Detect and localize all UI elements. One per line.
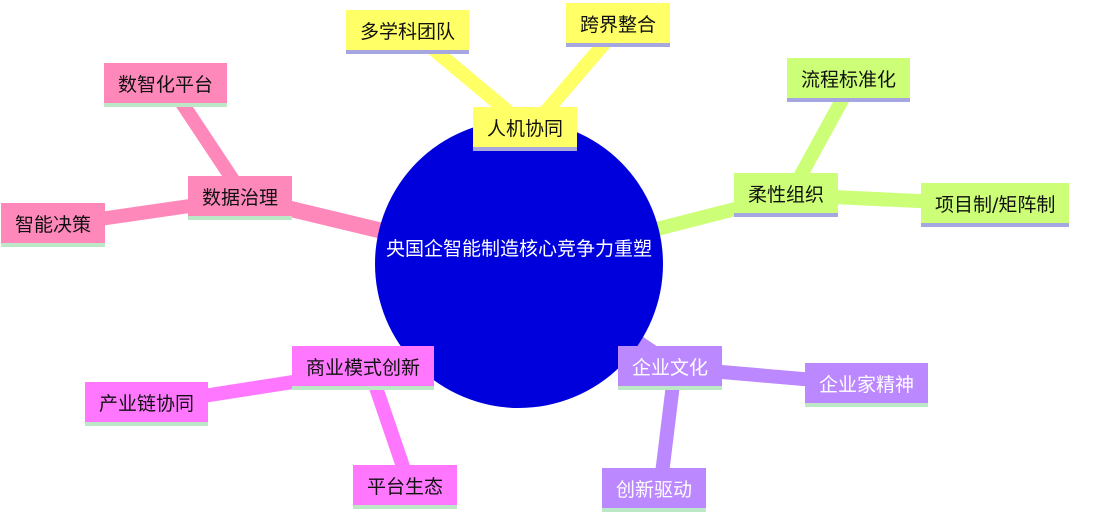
node-branch-3-child-2: 智能决策: [1, 203, 106, 247]
node-branch-3-child-1: 数智化平台: [104, 63, 228, 107]
node-branch-1-child-2: 跨界整合: [566, 3, 671, 47]
node-branch-2: 柔性组织: [734, 173, 839, 217]
node-branch-4-child-2: 平台生态: [353, 465, 458, 509]
node-branch-4: 商业模式创新: [292, 346, 435, 390]
node-branch-5-child-1: 企业家精神: [805, 363, 929, 407]
node-branch-2-child-1: 流程标准化: [787, 58, 911, 102]
center-node-label: 央国企智能制造核心竞争力重塑: [385, 238, 652, 260]
node-branch-2-child-2: 项目制/矩阵制: [921, 183, 1070, 227]
node-branch-4-child-1: 产业链协同: [85, 382, 209, 426]
node-branch-3: 数据治理: [188, 176, 293, 220]
node-branch-5-child-2: 创新驱动: [602, 468, 707, 512]
node-branch-1-child-1: 多学科团队: [346, 10, 470, 54]
node-branch-1: 人机协同: [473, 107, 578, 151]
node-branch-5: 企业文化: [618, 346, 723, 390]
